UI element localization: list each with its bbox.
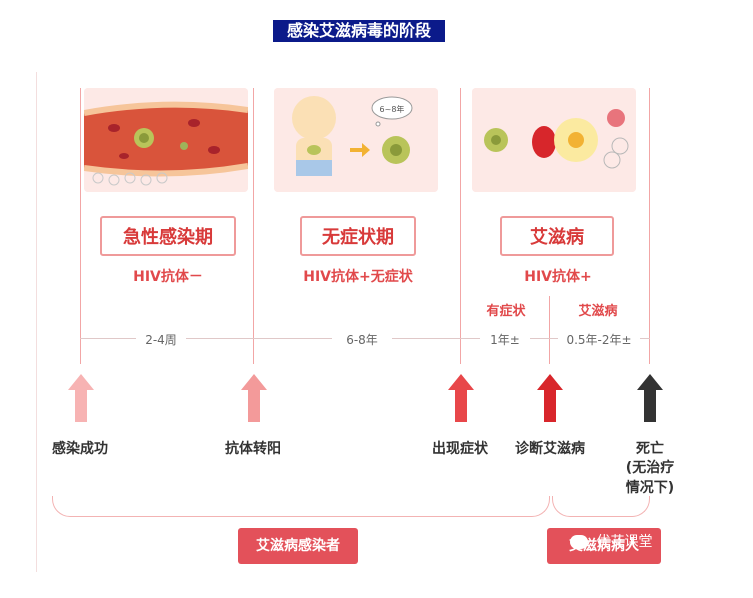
stage-aids: 艾滋病 xyxy=(500,216,614,256)
stage-asymptomatic: 无症状期 xyxy=(300,216,416,256)
arrow-up-icon xyxy=(68,374,94,422)
milestone-seroconversion: 抗体转阳 xyxy=(225,441,281,457)
stage-acute-infection: 急性感染期 xyxy=(100,216,236,256)
duration-acute: 2-4周 xyxy=(136,331,186,348)
milestone-diagnosis: 诊断艾滋病 xyxy=(515,441,585,457)
asymptomatic-illustration: 6~8年 xyxy=(274,88,438,192)
watermark: 优艾课堂 xyxy=(570,532,652,552)
guide-line-death xyxy=(649,88,650,364)
guide-line-seroconversion xyxy=(253,88,254,364)
duration-aids: 0.5年-2年± xyxy=(558,331,640,348)
arrow-up-icon xyxy=(241,374,267,422)
aids-cells-illustration xyxy=(472,88,636,192)
arrow-up-icon xyxy=(448,374,474,422)
milestone-death: 死亡 xyxy=(636,441,664,457)
left-frame-line xyxy=(36,72,37,572)
antibody-asymptomatic: HIV抗体+无症状 xyxy=(303,269,413,285)
arrow-up-icon xyxy=(537,374,563,422)
guide-line-symptoms xyxy=(460,88,461,364)
antibody-aids: HIV抗体+ xyxy=(524,269,592,285)
duration-asymptomatic: 6-8年 xyxy=(332,331,392,348)
duration-symptomatic: 1年± xyxy=(480,331,530,348)
milestone-symptoms: 出现症状 xyxy=(432,441,488,457)
arrow-up-icon xyxy=(637,374,663,422)
brace-patient xyxy=(552,496,650,517)
brace-infected xyxy=(52,496,550,517)
subphase-aids: 艾滋病 xyxy=(578,304,618,319)
milestone-death-note: (无治疗情况下) xyxy=(625,460,675,496)
watermark-text: 优艾课堂 xyxy=(596,534,653,550)
wechat-icon xyxy=(570,535,588,549)
group-infected-label: 艾滋病感染者 xyxy=(238,528,358,564)
milestone-infection: 感染成功 xyxy=(52,441,108,457)
antibody-acute: HIV抗体－ xyxy=(133,269,203,285)
guide-line-infection xyxy=(80,88,81,364)
blood-vessel-illustration xyxy=(84,88,248,192)
guide-line-diagnosis xyxy=(549,296,550,364)
subphase-symptomatic: 有症状 xyxy=(486,304,526,319)
thought-bubble-text: 6~8年 xyxy=(380,104,405,114)
page-title: 感染艾滋病毒的阶段 xyxy=(273,20,445,42)
